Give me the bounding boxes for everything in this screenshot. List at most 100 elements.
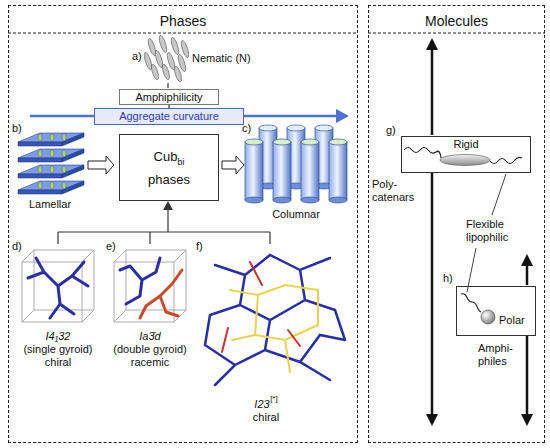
box-label: Rigid <box>402 138 530 151</box>
panel-divider <box>8 33 545 34</box>
amphiphile-molecule <box>461 294 481 312</box>
lamellar-stack <box>62 133 84 146</box>
double-arrow <box>426 38 533 426</box>
columnar-cylinders <box>329 139 347 145</box>
unit-cube <box>82 310 94 322</box>
phase-box: Cubbiphases <box>119 134 219 201</box>
molecule-class: Amphi- philes <box>478 342 524 368</box>
label-holder: h) <box>443 272 453 285</box>
chirality-note: chiral <box>253 411 279 424</box>
double-arrow <box>431 46 434 418</box>
callout-letter: e) <box>106 240 116 253</box>
gyroid-network <box>140 270 182 318</box>
curvature-arrow <box>30 109 349 123</box>
label-holder: racemic <box>131 356 170 369</box>
i23-network <box>230 285 318 372</box>
lamellar-molecules <box>62 166 66 173</box>
molecule-box: Rigid <box>401 136 531 173</box>
double-arrow <box>521 254 533 266</box>
label-holder: g) <box>386 124 396 137</box>
lamellar-molecules <box>50 134 54 141</box>
chirality-note: chiral <box>45 356 71 369</box>
amphiphile-molecule <box>481 310 495 324</box>
merge-arrow <box>167 209 168 232</box>
unit-cube <box>114 250 126 262</box>
hollow-arrow <box>222 156 244 174</box>
panel: MoleculesRigidPolar <box>368 5 545 443</box>
connector-line <box>167 83 168 88</box>
lamellar-stack <box>62 149 84 162</box>
polycatenar-molecule <box>404 148 441 159</box>
columnar-cylinders <box>301 142 319 200</box>
nematic-molecules <box>150 64 160 81</box>
box-label-line: Cubbi <box>154 147 185 168</box>
panel-divider <box>368 33 545 34</box>
i23-network <box>222 262 300 352</box>
i23-network <box>230 285 318 372</box>
chain-label: Flexible lipophilic <box>466 218 528 244</box>
lamellar-molecules <box>62 134 66 141</box>
box-label: Polar <box>499 314 525 327</box>
label-holder: Flexible lipophilic <box>466 218 528 244</box>
label-holder: [*] <box>270 394 278 404</box>
columnar-cylinders <box>329 197 347 203</box>
molecule-ground <box>455 285 535 335</box>
panel-divider <box>8 33 358 34</box>
space-group: Ia3̄d <box>139 330 160 343</box>
label-holder: chiral <box>45 356 71 369</box>
space-group: I4₁32 <box>46 330 71 343</box>
lamellar-stack <box>18 133 84 194</box>
polycatenar-molecule <box>440 155 490 166</box>
merge-arrow <box>58 201 270 244</box>
unit-cube <box>174 250 186 262</box>
box-label: Cub <box>154 149 178 164</box>
i23-network <box>205 255 345 385</box>
gyroid-network <box>28 258 88 318</box>
label-holder: Ia3̄d <box>139 330 160 343</box>
i23-network <box>222 262 300 352</box>
merge-arrow <box>269 232 270 244</box>
lamellar-molecules <box>38 182 42 189</box>
phase-description: (double gyroid) <box>113 343 186 356</box>
amphiphile-molecule <box>461 294 495 324</box>
box-label: Aggregate curvature <box>119 110 219 123</box>
superscript: [*] <box>270 394 278 404</box>
lamellar-molecules <box>50 182 54 189</box>
callout-letter: g) <box>386 124 396 137</box>
label-holder: Amphi- philes <box>478 342 524 368</box>
phase-label: Nematic (N) <box>192 52 251 65</box>
hollow-arrow <box>88 156 114 174</box>
label-holder: f) <box>196 240 203 253</box>
columnar-cylinders <box>273 197 291 203</box>
columnar-cylinders <box>315 125 333 131</box>
label-holder: Columnar <box>272 208 320 221</box>
label-holder: (single gyroid) <box>23 343 92 356</box>
columnar-cylinders <box>259 125 277 131</box>
columnar-cylinders <box>273 139 291 145</box>
merge-arrow <box>163 201 173 210</box>
columnar-cylinders <box>329 142 347 200</box>
label-holder: e) <box>106 240 116 253</box>
unit-cube <box>126 250 186 310</box>
nematic-molecules <box>158 35 169 54</box>
columnar-cylinders <box>245 197 263 203</box>
phase-label: Lamellar <box>29 198 71 211</box>
callout-letter: f) <box>196 240 203 253</box>
callout-letter: a) <box>132 50 142 63</box>
label-holder: b) <box>12 122 22 135</box>
phase-description: (single gyroid) <box>23 343 92 356</box>
unit-cube <box>114 310 126 322</box>
lamellar-molecules <box>62 182 66 189</box>
columnar-cylinders <box>301 139 319 145</box>
double-arrow <box>521 414 533 426</box>
box-label: Amphiphilicity <box>135 91 202 104</box>
phase-label: Columnar <box>272 208 320 221</box>
molecule-class: Poly- catenars <box>372 178 424 204</box>
callout-letter: h) <box>443 272 453 285</box>
columnar-cylinders <box>245 142 263 200</box>
merge-arrow <box>149 232 150 244</box>
space-group: I23 <box>254 398 269 411</box>
unit-cube <box>22 310 34 322</box>
columnar-cylinders <box>287 125 305 131</box>
merge-arrow <box>57 232 58 244</box>
